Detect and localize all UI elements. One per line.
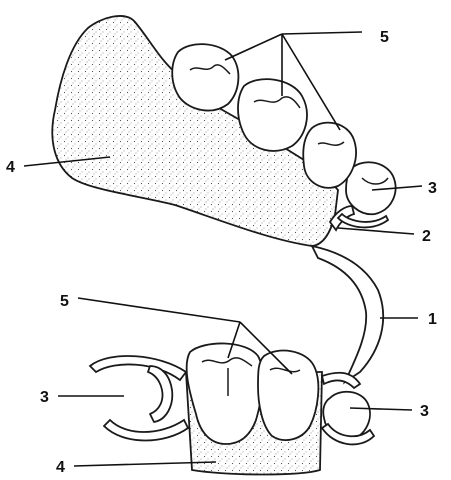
leader-5-lower-a (78, 298, 240, 322)
label-1: 1 (428, 311, 437, 328)
label-3-lower-left: 3 (40, 389, 49, 406)
leader-5-upper-a (225, 34, 282, 60)
leader-5-upper-b (282, 32, 362, 34)
label-4-upper: 4 (6, 159, 15, 176)
leader-2 (338, 228, 414, 234)
label-4-lower: 4 (56, 459, 65, 476)
label-3-lower-right: 3 (420, 403, 429, 420)
label-5-upper: 5 (380, 29, 389, 46)
clasp-lower-left (90, 356, 188, 441)
label-3-upper: 3 (428, 180, 437, 197)
lower-artificial-teeth (187, 343, 319, 444)
label-5-lower: 5 (60, 293, 69, 310)
major-connector-bar (312, 246, 383, 382)
label-2: 2 (422, 228, 431, 245)
